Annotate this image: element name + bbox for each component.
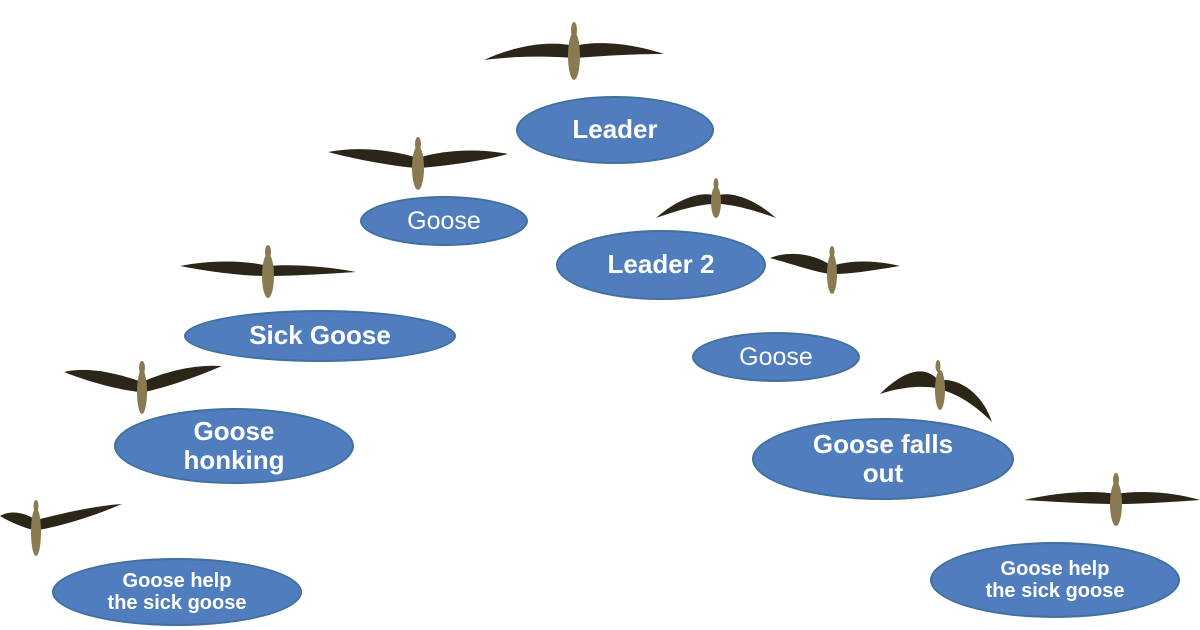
goose-help-right-oval: Goose help the sick goose xyxy=(930,542,1180,618)
leader-oval: Leader xyxy=(516,96,714,164)
goose-help-left-bird xyxy=(0,498,124,562)
goose-leader2-bird xyxy=(656,172,776,224)
goose-left-oval: Goose xyxy=(360,196,528,246)
goose-right-oval: Goose xyxy=(692,332,860,382)
goose-sick-bird xyxy=(180,240,356,300)
goose-honking-oval: Goose honking xyxy=(114,408,354,484)
leader2-oval: Leader 2 xyxy=(556,230,766,300)
sick-goose-oval: Sick Goose xyxy=(184,310,456,362)
goose-help-right-bird xyxy=(1024,468,1200,528)
goose-help-left-oval: Goose help the sick goose xyxy=(52,558,302,626)
goose-falls-out-oval: Goose falls out xyxy=(752,418,1014,500)
goose-falling-bird xyxy=(876,356,996,426)
goose-left1-bird xyxy=(328,132,508,194)
goose-right1-bird xyxy=(770,244,900,300)
goose-honking-bird xyxy=(64,358,224,418)
goose-leader-bird xyxy=(484,16,664,86)
